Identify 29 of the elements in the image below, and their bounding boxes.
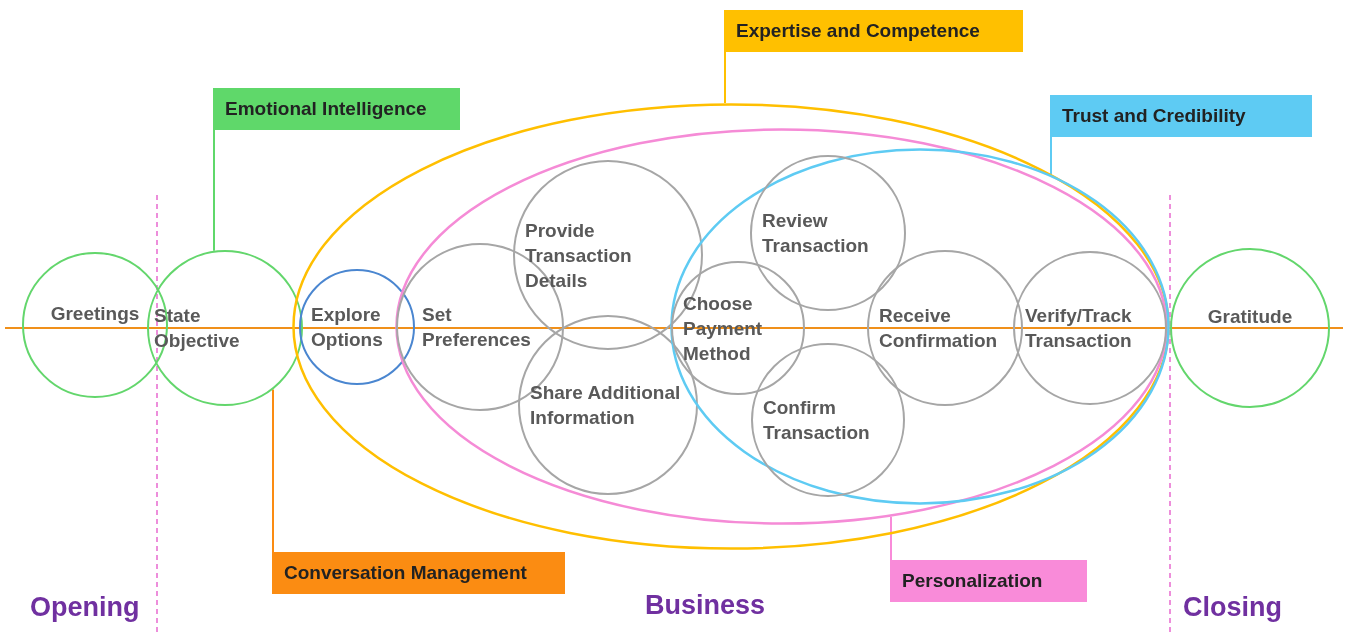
step-label: Receive Confirmation — [879, 304, 999, 353]
step-label: Greetings — [50, 301, 140, 326]
leader-line — [1050, 136, 1052, 176]
label-tag: Trust and Credibility — [1050, 95, 1312, 137]
step-circle — [1013, 251, 1167, 405]
label-tag: Emotional Intelligence — [213, 88, 460, 130]
step-circle — [750, 155, 906, 311]
step-label: Gratitude — [1207, 304, 1293, 329]
step-label: Explore Options — [311, 303, 384, 352]
step-label: Confirm Transaction — [763, 396, 871, 445]
leader-line — [724, 51, 726, 104]
label-tag: Conversation Management — [272, 552, 565, 594]
leader-line — [213, 129, 215, 252]
phase-label: Opening — [30, 592, 140, 623]
step-label: Set Preferences — [422, 303, 532, 352]
step-label: Verify/Track Transaction — [1025, 304, 1133, 353]
phase-label: Business — [645, 590, 766, 621]
step-circle — [1170, 248, 1330, 408]
label-tag: Personalization — [890, 560, 1087, 602]
label-tag: Expertise and Competence — [724, 10, 1023, 52]
leader-line — [890, 515, 892, 561]
step-label: Review Transaction — [762, 209, 870, 258]
step-circle — [147, 250, 303, 406]
step-label: Share Additional Information — [530, 381, 682, 430]
leader-line — [272, 388, 274, 553]
step-label: Provide Transaction Details — [525, 218, 633, 293]
step-circle — [299, 269, 415, 385]
step-circle — [867, 250, 1023, 406]
phase-label: Closing — [1183, 592, 1282, 623]
